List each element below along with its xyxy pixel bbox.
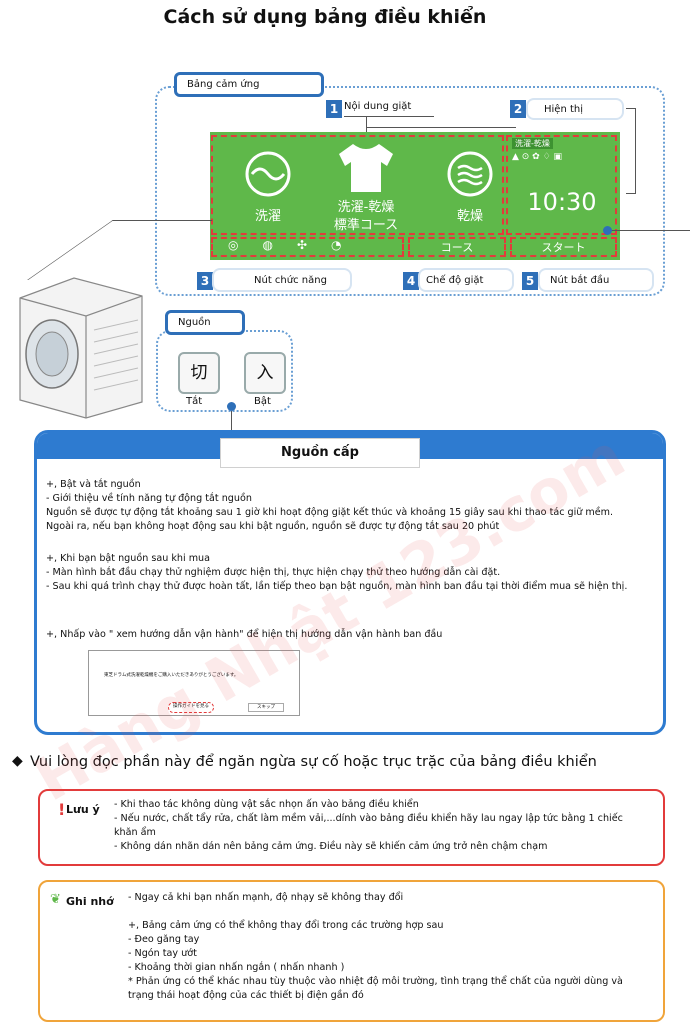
page-title: Cách sử dụng bảng điều khiển: [163, 6, 487, 28]
source-line: Ngoài ra, nếu bạn không hoạt động sau kh…: [46, 521, 500, 532]
source-title: Nguồn cấp: [220, 438, 420, 468]
function-icons[interactable]: ◎◍✣◔: [228, 238, 366, 252]
memo-label: Ghi nhớ: [66, 895, 114, 908]
sprout-icon: ❦: [50, 892, 61, 907]
warning-line: - Khi thao tác không dùng vật sắc nhọn ấ…: [114, 799, 419, 810]
display-area: [506, 135, 617, 235]
power-pointer-line: [231, 411, 232, 433]
memo-line: - Ngón tay ướt: [128, 948, 197, 959]
power-on-key[interactable]: 入: [244, 352, 286, 394]
wash-icon: [244, 150, 292, 198]
source-line: - Màn hình bắt đầu chạy thử nghiệm được …: [46, 567, 501, 578]
washing-machine-image: [14, 270, 144, 420]
callout-2-line: [626, 108, 636, 194]
memo-line: - Ngay cả khi bạn nhấn mạnh, độ nhạy sẽ …: [128, 892, 404, 903]
source-line: +, Bật và tắt nguồn: [46, 479, 141, 490]
warning-line: - Không dán nhãn dán nên bảng cảm ứng. Đ…: [114, 841, 548, 852]
touch-panel-tag: Bảng cảm ứng: [174, 72, 324, 97]
function-buttons-area: [211, 237, 404, 257]
source-line: +, Khi bạn bật nguồn sau khi mua: [46, 553, 211, 564]
warning-line: khăn ẩm: [114, 827, 156, 838]
callout-3-label: Nút chức năng: [214, 270, 350, 290]
display-pointer-line: [610, 230, 690, 231]
warning-exclamation-icon: !: [58, 800, 66, 819]
course-button[interactable]: コース: [440, 241, 474, 254]
memo-line: +, Bảng cảm ứng có thể không thay đổi tr…: [128, 920, 444, 931]
course-area: [408, 237, 506, 257]
callout-1-label: Nội dung giặt: [344, 101, 412, 112]
source-line: - Sau khi quá trình chạy thử được hoàn t…: [46, 581, 628, 592]
callout-1-bracket-h: [366, 127, 516, 128]
display-tag: 洗濯-乾燥: [512, 138, 553, 149]
display-pointer-dot: [603, 226, 612, 235]
screen-mock: [88, 650, 300, 716]
memo-line: - Đeo găng tay: [128, 934, 200, 945]
memo-line: * Phản ứng có thể khác nhau tùy thuộc và…: [128, 976, 623, 987]
callout-2-label: Hiện thị: [528, 100, 622, 118]
power-off-label: Tắt: [186, 396, 203, 407]
wash-dry-label: 洗濯-乾燥: [337, 200, 395, 215]
notice-heading: Vui lòng đọc phần này để ngăn ngừa sự cố…: [30, 754, 597, 770]
warning-label: Lưu ý: [66, 803, 100, 816]
callout-1-line: [344, 116, 434, 117]
start-button[interactable]: スタート: [541, 241, 586, 254]
source-line: +, Nhấp vào " xem hướng dẫn vận hành" để…: [46, 629, 443, 640]
dry-label: 乾燥: [456, 209, 483, 224]
status-icons: ▲ ⊙ ✿ ♢ ▣: [512, 152, 563, 162]
callout-5-number: 5: [522, 272, 538, 290]
touch-panel-section: [155, 86, 665, 296]
warning-line: - Nếu nước, chất tẩy rửa, chất làm mềm v…: [114, 813, 623, 824]
source-line: - Giới thiệu về tính năng tự động tắt ng…: [46, 493, 252, 504]
memo-line: - Khoảng thời gian nhấn ngắn ( nhấn nhan…: [128, 962, 345, 973]
memo-box: [38, 880, 665, 1022]
screen-guide-button[interactable]: 操作ガイドを見る: [168, 702, 214, 713]
callout-1-number: 1: [326, 100, 342, 118]
wash-content-area: [211, 135, 504, 235]
start-area: [510, 237, 617, 257]
dry-icon: [446, 150, 494, 198]
callout-3-number: 3: [197, 272, 213, 290]
source-line: Nguồn sẽ được tự động tắt khoảng sau 1 g…: [46, 507, 614, 518]
standard-course-label: 標準コース: [333, 218, 399, 233]
screen-text: 東芝ドラム式洗濯乾燥機をご購入いただきありがとうございます。: [104, 673, 239, 678]
callout-4-label: Chế độ giặt: [420, 270, 512, 290]
callout-5-label: Nút bắt đầu: [540, 270, 652, 290]
callout-2-number: 2: [510, 100, 526, 118]
shirt-icon: [335, 140, 397, 196]
power-on-label: Bật: [254, 396, 271, 407]
callout-1-bracket: [366, 116, 367, 132]
warning-box: [38, 789, 665, 866]
time-display: 10:30: [527, 188, 597, 216]
callout-4-number: 4: [403, 272, 419, 290]
power-off-key[interactable]: 切: [178, 352, 220, 394]
power-tag: Nguồn: [165, 310, 245, 335]
memo-line: trạng thái hoạt động của các thiết bị đi…: [128, 990, 364, 1001]
screen-skip-button[interactable]: スキップ: [248, 703, 284, 712]
notice-diamond-icon: ◆: [12, 753, 23, 769]
power-pointer-dot: [227, 402, 236, 411]
wash-label: 洗濯: [254, 209, 281, 224]
